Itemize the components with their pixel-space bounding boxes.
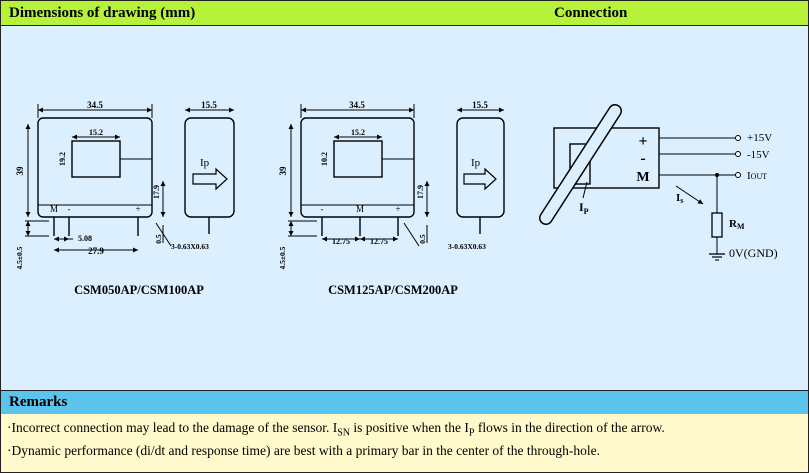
terminal-m: M [636, 170, 649, 185]
rm-label: RM [729, 218, 745, 231]
current-arrow-icon [463, 167, 497, 191]
connection-title: Connection [554, 5, 628, 21]
side-view [184, 117, 235, 218]
remark-line-1: ·Incorrect connection may lead to the da… [7, 420, 665, 439]
dim-pin-gap: 0.5 [154, 234, 163, 244]
is-label: Is [676, 192, 683, 205]
through-hole [569, 143, 591, 185]
side-view [456, 117, 505, 218]
dimensions-title: Dimensions of drawing (mm) [9, 5, 196, 21]
terminal-minus: - [640, 150, 645, 167]
pin-label: + [395, 204, 400, 214]
connection-diagram: IP + - M +15V -15V IOUT Is [539, 104, 778, 261]
dim-pin-stub: 4.5±0.5 [15, 246, 24, 269]
dim-pin-gap: 0.5 [418, 234, 427, 244]
pin-label: - [321, 204, 324, 214]
terminal-plus: + [638, 133, 647, 150]
dim-window-h: 19.2 [58, 152, 67, 166]
ip-label: Ip [200, 157, 210, 169]
plus15v-label: +15V [747, 132, 772, 144]
through-hole [71, 140, 121, 178]
dim-side-height: 17.9 [416, 185, 425, 199]
through-hole [333, 140, 383, 178]
dim-width: 34.5 [349, 100, 365, 110]
dim-height: 39 [15, 166, 25, 176]
dim-pin-pitch-a: 12.75 [332, 237, 350, 246]
remarks-header: Remarks [1, 390, 808, 415]
ip-primary-label: IP [579, 200, 589, 216]
dim-pin-span: 27.9 [88, 246, 104, 256]
remark-line-2: ·Dynamic performance (di/dt and response… [7, 443, 601, 458]
dim-pin-size: 3-0.63X0.63 [448, 242, 486, 251]
dim-side-height: 17.9 [152, 185, 161, 199]
section-header: Dimensions of drawing (mm) Connection [1, 1, 808, 26]
dim-pin-stub: 4.5±0.5 [278, 246, 287, 269]
dim-pin-pitch-b: 12.75 [370, 237, 388, 246]
dim-side-width: 15.5 [472, 100, 488, 110]
model-caption: CSM125AP/CSM200AP [328, 283, 458, 297]
drawing-csm125ap: 34.5 15.2 10.2 39 - M + 4.5±0.5 [278, 100, 505, 297]
dim-pin-pitch: 5.08 [78, 234, 92, 243]
dim-side-width: 15.5 [201, 100, 217, 110]
pin-label: M [356, 204, 364, 214]
model-caption: CSM050AP/CSM100AP [74, 283, 204, 297]
sensor-body [37, 117, 153, 218]
dim-window-h: 10.2 [320, 152, 329, 166]
remarks-body: ·Incorrect connection may lead to the da… [1, 414, 808, 472]
dim-window-w: 15.2 [89, 128, 103, 137]
drawing-csm050ap: 34.5 15.2 19.2 39 M - + [15, 100, 235, 297]
drawing-area: 34.5 15.2 19.2 39 M - + [1, 26, 808, 390]
iout-label: IOUT [747, 170, 767, 182]
dim-height: 39 [278, 166, 288, 176]
ip-label: Ip [471, 157, 481, 169]
pin-label: + [135, 204, 140, 214]
sensor-body [300, 117, 415, 218]
pin-label: M [50, 204, 58, 214]
gnd-label: 0V(GND) [729, 246, 778, 260]
dim-width: 34.5 [87, 100, 103, 110]
minus15v-label: -15V [747, 149, 770, 161]
remarks-title: Remarks [9, 394, 68, 410]
dim-pin-size: 3-0.63X0.63 [171, 242, 209, 251]
pin-label: - [68, 204, 71, 214]
current-arrow-icon [192, 167, 228, 191]
dim-window-w: 15.2 [351, 128, 365, 137]
